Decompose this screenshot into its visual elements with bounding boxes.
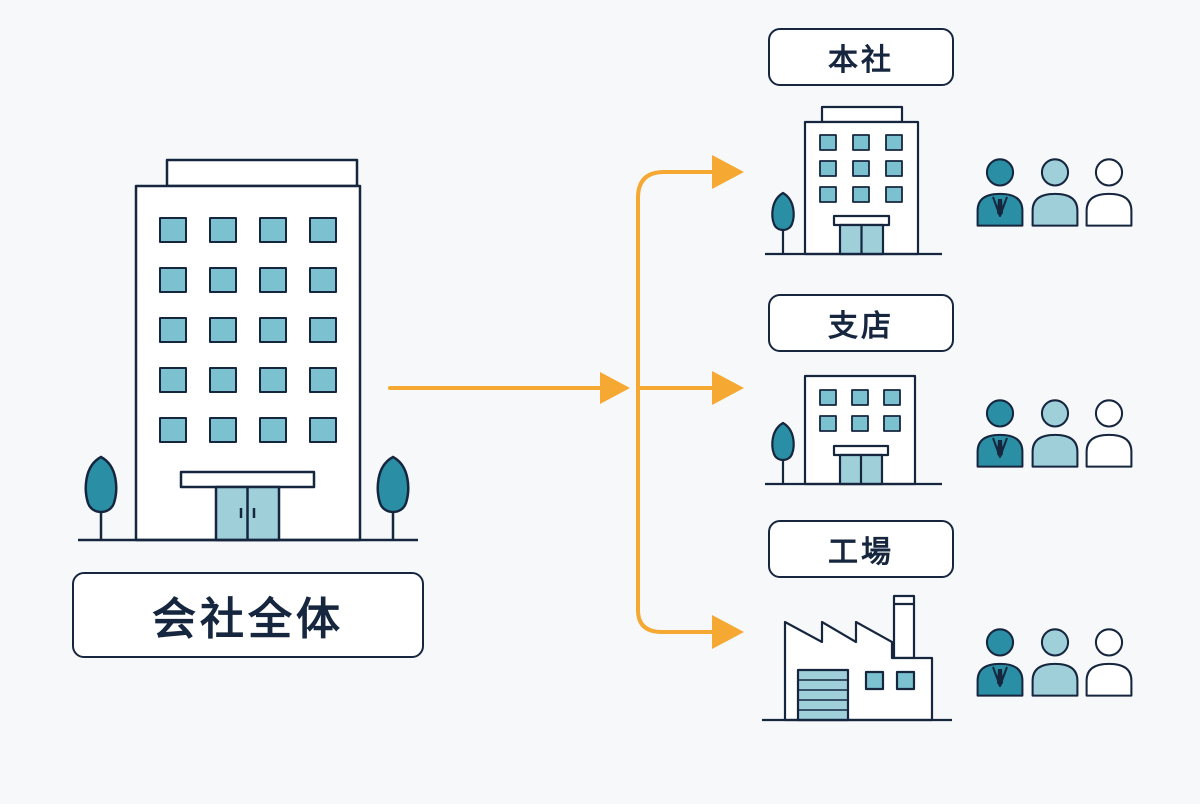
head-office-building-icon (803, 105, 920, 256)
arrow-head (712, 155, 744, 189)
tree-icon (376, 455, 410, 540)
large-office-building-icon (134, 158, 362, 542)
tree-icon (84, 455, 118, 540)
arrow-heads (600, 155, 744, 649)
branch-building-icon (803, 374, 917, 486)
tree-icon (771, 191, 795, 254)
person-icon (1085, 399, 1133, 468)
distribution-arrows (388, 170, 722, 634)
people-group-head-office (976, 158, 1133, 227)
company-wide-label: 会社全体 (72, 572, 424, 658)
arrow-head (712, 371, 744, 405)
tree-icon (771, 421, 795, 484)
person-icon (1085, 158, 1133, 227)
factory-label: 工場 (768, 520, 954, 578)
head-office-label: 本社 (768, 28, 954, 86)
businessperson-icon (976, 158, 1024, 227)
building-windows (159, 217, 337, 443)
businessperson-icon (976, 628, 1024, 697)
businessperson-icon (976, 399, 1024, 468)
person-icon (1031, 158, 1079, 227)
people-group-branch (976, 399, 1133, 468)
person-icon (1031, 399, 1079, 468)
person-icon (1085, 628, 1133, 697)
people-group-factory (976, 628, 1133, 697)
person-icon (1031, 628, 1079, 697)
arrow-head (600, 372, 630, 404)
branch-label: 支店 (768, 294, 954, 352)
factory-icon (783, 594, 934, 722)
arrow-head (712, 615, 744, 649)
